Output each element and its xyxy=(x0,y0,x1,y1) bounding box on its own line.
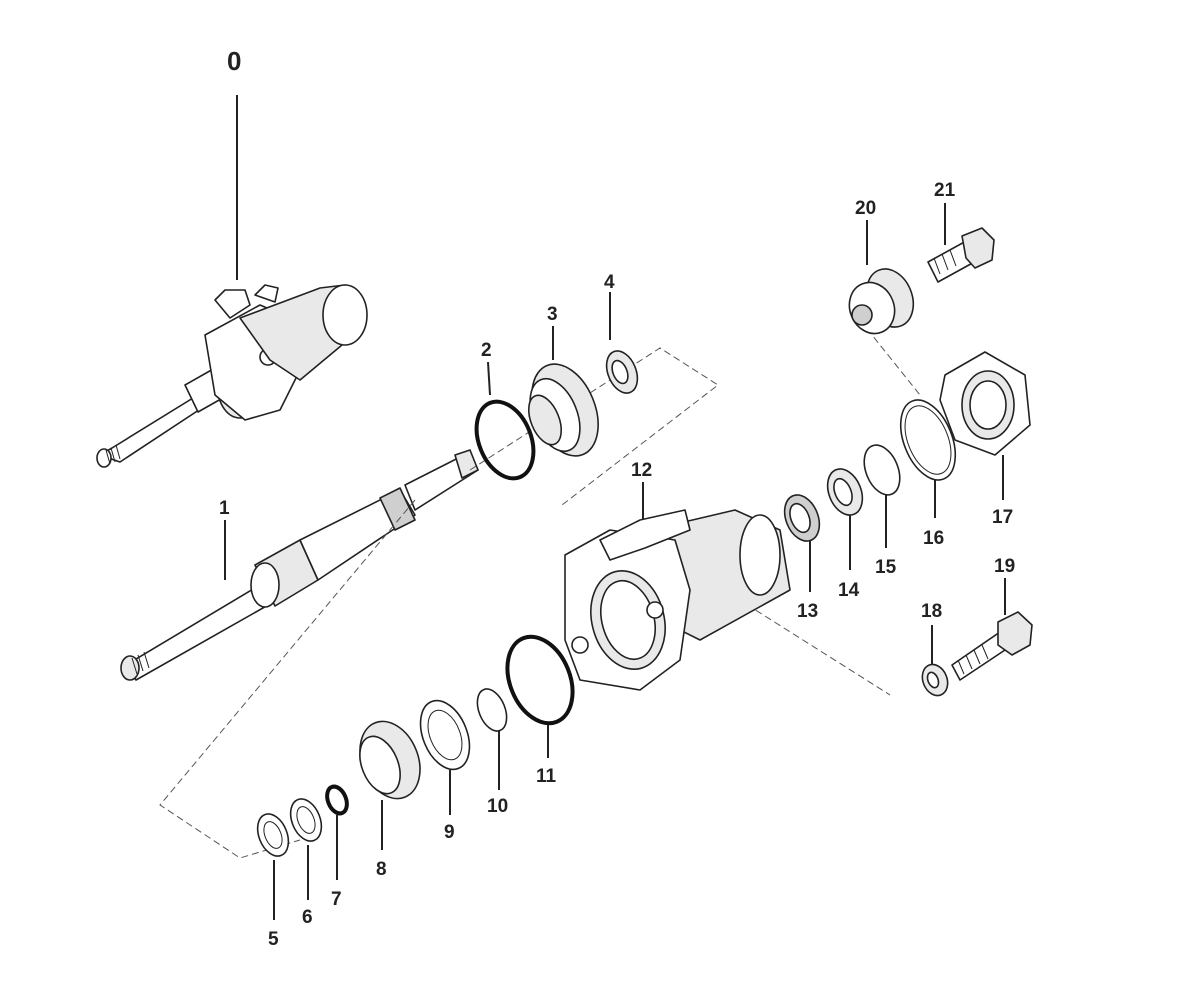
callout-10: 10 xyxy=(487,796,508,817)
callout-6: 6 xyxy=(302,907,313,928)
part-18-washer xyxy=(921,625,949,697)
part-6-washer xyxy=(289,798,323,900)
callout-3: 3 xyxy=(547,304,558,325)
part-2-ring xyxy=(474,361,536,481)
callout-14: 14 xyxy=(838,580,860,601)
callout-17: 17 xyxy=(992,507,1013,528)
part-11-o-ring xyxy=(505,634,575,758)
callout-13: 13 xyxy=(797,601,818,622)
callout-19: 19 xyxy=(994,556,1015,577)
part-7-o-ring xyxy=(325,784,349,880)
callout-21: 21 xyxy=(934,180,956,201)
part-13-seal xyxy=(783,494,821,592)
callout-12: 12 xyxy=(631,460,652,481)
callout-16: 16 xyxy=(923,528,944,549)
part-12-housing xyxy=(564,482,791,691)
part-10-snap-ring xyxy=(476,688,508,790)
callout-15: 15 xyxy=(875,557,897,578)
part-19-bolt xyxy=(951,578,1033,681)
part-8-bushing xyxy=(359,720,421,850)
callout-5: 5 xyxy=(268,929,279,950)
callout-0: 0 xyxy=(227,46,241,76)
callout-18: 18 xyxy=(921,601,942,622)
part-15-snap-ring xyxy=(863,444,901,548)
part-9-ring xyxy=(419,699,471,815)
part-20-spacer xyxy=(848,220,915,335)
callout-20: 20 xyxy=(855,198,876,219)
part-16-ring xyxy=(899,399,957,518)
part-3-bushing xyxy=(527,326,599,457)
callout-4: 4 xyxy=(604,272,615,293)
callout-1: 1 xyxy=(219,498,230,519)
callout-11: 11 xyxy=(536,766,557,787)
part-5-snap-ring xyxy=(256,813,290,920)
part-17-nut xyxy=(939,351,1031,500)
part-1-shaft xyxy=(120,449,479,681)
complete-assembly xyxy=(96,95,368,468)
callout-9: 9 xyxy=(444,822,455,843)
part-4-washer xyxy=(605,292,639,394)
callout-8: 8 xyxy=(376,859,387,880)
callout-2: 2 xyxy=(481,340,492,361)
part-14-washer xyxy=(826,468,864,570)
callout-7: 7 xyxy=(331,889,342,910)
part-21-bolt xyxy=(927,203,995,283)
